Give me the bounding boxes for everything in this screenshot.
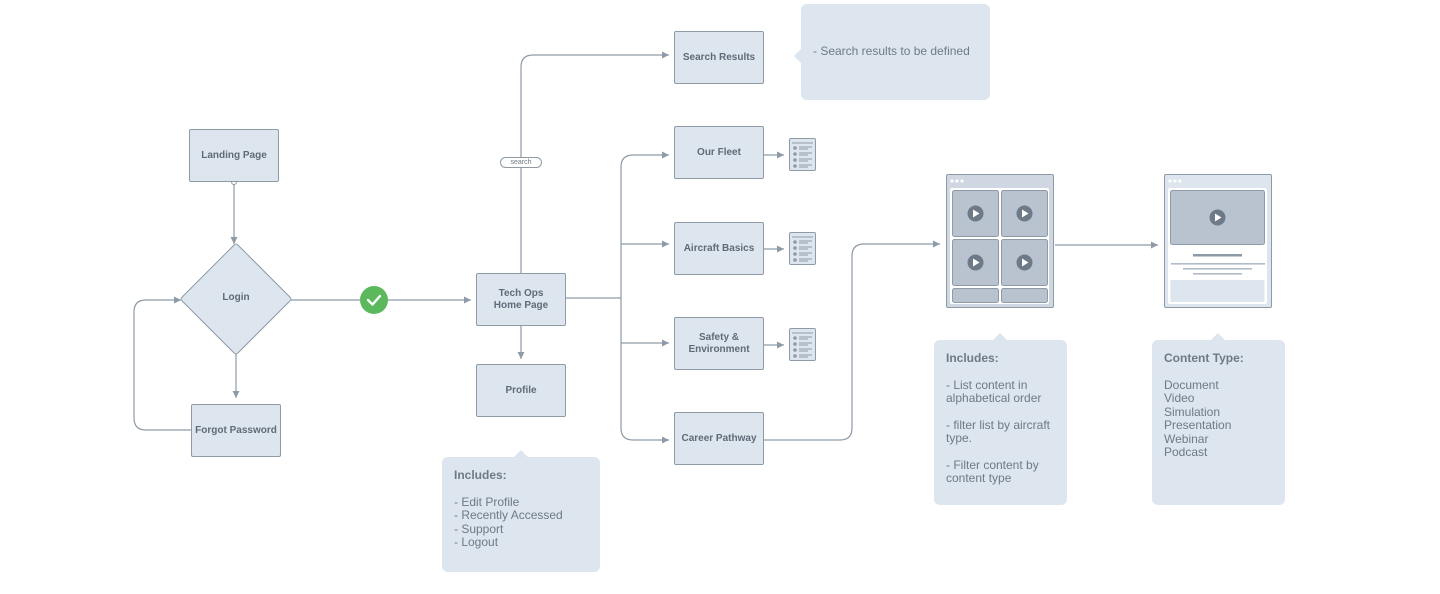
check-icon — [360, 286, 388, 314]
node-career-pathway[interactable]: Career Pathway — [674, 412, 764, 465]
node-safety-environment[interactable]: Safety & Environment — [674, 317, 764, 370]
edge-forgot-login — [133, 296, 192, 431]
browser-dots-icon — [950, 179, 964, 183]
note-item: Podcast — [1164, 445, 1208, 459]
browser-dots-icon — [1168, 179, 1182, 183]
note-content-type: Content Type: Document Video Simulation … — [1152, 333, 1285, 505]
document-list-icon — [789, 138, 816, 171]
edge-home-search — [520, 51, 669, 273]
note-item: Webinar — [1164, 431, 1209, 446]
note-profile-includes: Includes: - Edit Profile - Recently Acce… — [442, 450, 600, 572]
node-label: Safety & Environment — [688, 331, 750, 355]
note-heading: Includes: — [946, 351, 999, 365]
note-text: - Search results to be defined — [813, 44, 970, 58]
play-icon — [967, 205, 1033, 271]
node-forgot-password[interactable]: Forgot Password — [191, 404, 281, 457]
document-list-icon — [789, 232, 816, 265]
branch-trunk — [620, 151, 669, 168]
document-list-icon — [789, 328, 816, 361]
note-item: - Recently Accessed — [454, 508, 563, 522]
node-our-fleet[interactable]: Our Fleet — [674, 126, 764, 179]
node-label: Forgot Password — [195, 424, 277, 436]
note-item: Document — [1164, 377, 1219, 392]
note-heading: Includes: — [454, 468, 507, 482]
note-item: Presentation — [1164, 418, 1232, 432]
node-label: Our Fleet — [697, 146, 741, 158]
note-item: - Filter content by content type — [946, 457, 1039, 485]
node-profile[interactable]: Profile — [476, 364, 566, 417]
note-item: Simulation — [1164, 404, 1221, 419]
play-icon — [1209, 209, 1226, 226]
node-aircraft-basics[interactable]: Aircraft Basics — [674, 222, 764, 275]
note-item: - List content in alphabetical order — [946, 377, 1042, 405]
note-item: - filter list by aircraft type. — [946, 417, 1051, 445]
node-landing-page[interactable]: Landing Page — [189, 129, 279, 182]
note-item: - Support — [454, 521, 504, 536]
node-label: Landing Page — [201, 149, 267, 161]
node-login-label: Login — [222, 292, 250, 303]
node-label: Profile — [505, 384, 537, 396]
node-label: Search Results — [682, 51, 756, 63]
note-heading: Content Type: — [1164, 351, 1244, 365]
node-tech-ops-home[interactable]: Tech Ops Home Page — [476, 273, 566, 326]
note-item: Video — [1164, 391, 1195, 405]
node-label: Career Pathway — [681, 432, 757, 444]
edge-label-search: search — [500, 157, 542, 168]
node-search-results[interactable]: Search Results — [674, 31, 764, 84]
note-item: - Logout — [454, 535, 499, 549]
wireframe-content-detail — [1164, 174, 1272, 308]
wireframe-content-list — [946, 174, 1054, 308]
node-label: Aircraft Basics — [683, 242, 755, 254]
node-label: Tech Ops Home Page — [493, 287, 549, 311]
note-item: - Edit Profile — [454, 494, 520, 509]
note-search-results: - Search results to be defined — [794, 4, 990, 100]
edge-career-list — [764, 240, 940, 441]
note-list-includes: Includes: - List content in alphabetical… — [934, 333, 1067, 505]
